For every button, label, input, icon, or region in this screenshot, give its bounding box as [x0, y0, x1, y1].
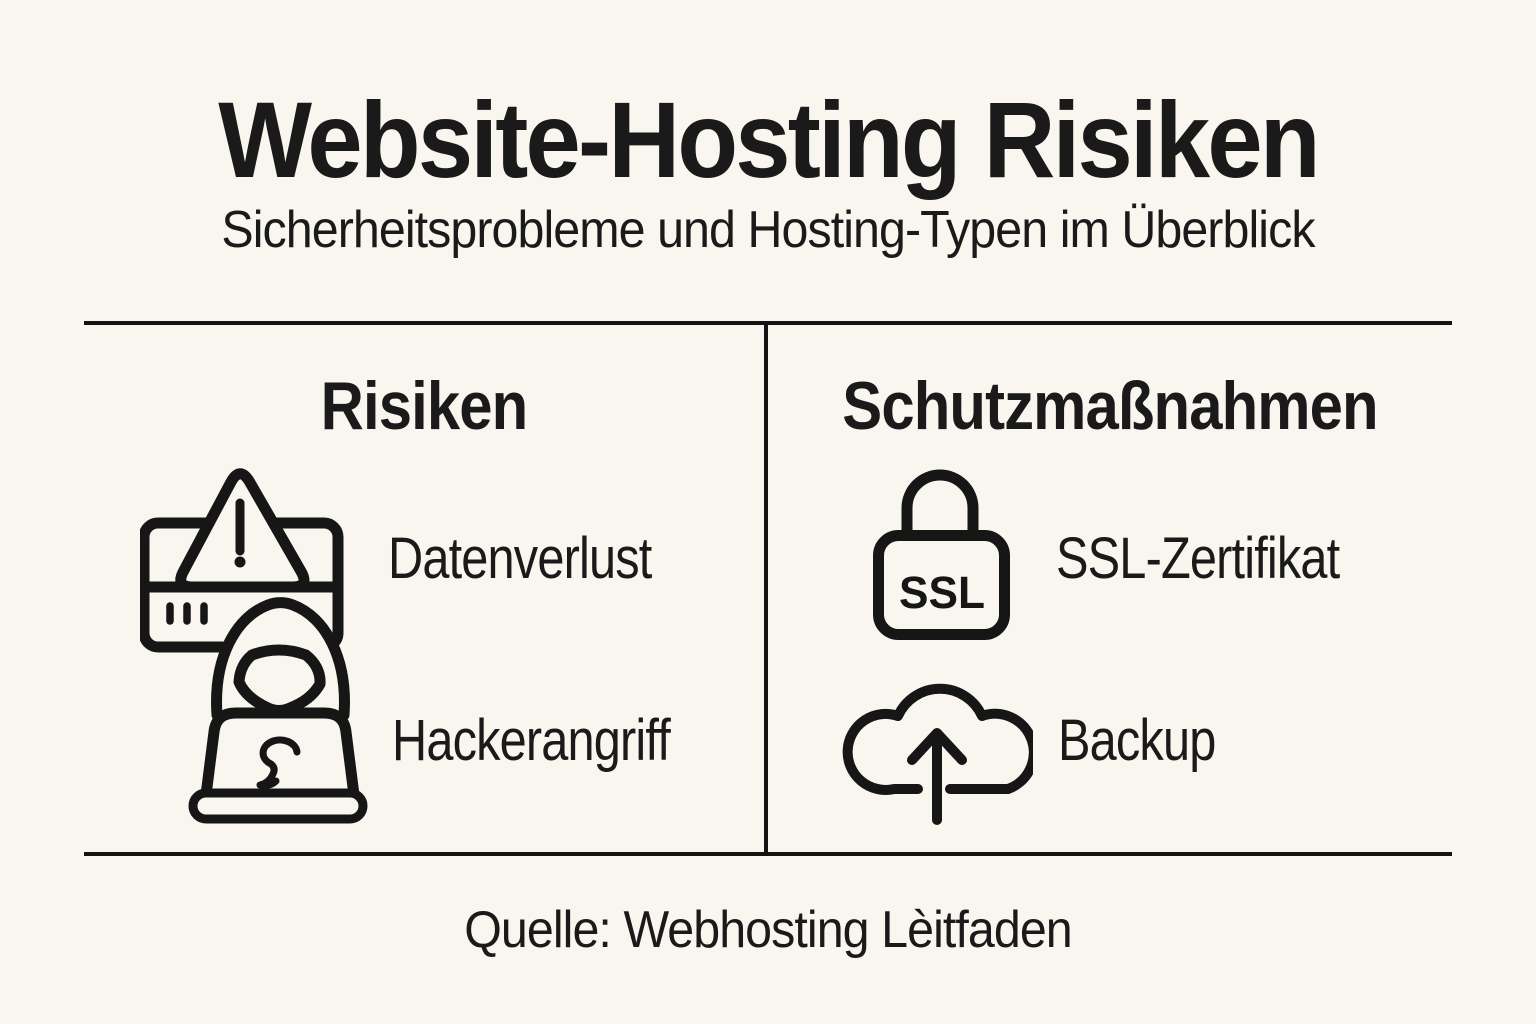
ssl-padlock-icon: SSL	[872, 460, 1012, 640]
page-title: Website-Hosting Risiken	[218, 79, 1320, 200]
table-bottom-border	[84, 852, 1452, 856]
column-divider	[764, 321, 768, 856]
ssl-badge-text: SSL	[899, 567, 985, 618]
risk-label-hackerangriff: Hackerangriff	[392, 708, 671, 773]
column-header-schutzmassnahmen: Schutzmaßnahmen	[842, 368, 1378, 444]
risk-label-datenverlust: Datenverlust	[388, 526, 652, 591]
protection-label-backup: Backup	[1058, 708, 1216, 773]
cloud-upload-icon	[838, 666, 1033, 831]
column-header-risiken: Risiken	[320, 368, 529, 444]
table-top-border	[84, 321, 1452, 325]
page-subtitle: Sicherheitsprobleme und Hosting-Typen im…	[221, 201, 1315, 259]
protection-label-ssl-zertifikat: SSL-Zertifikat	[1056, 526, 1340, 591]
warning-server-hacker-laptop-icon	[140, 455, 370, 825]
source-line: Quelle: Webhosting Lèitfaden	[464, 901, 1072, 959]
